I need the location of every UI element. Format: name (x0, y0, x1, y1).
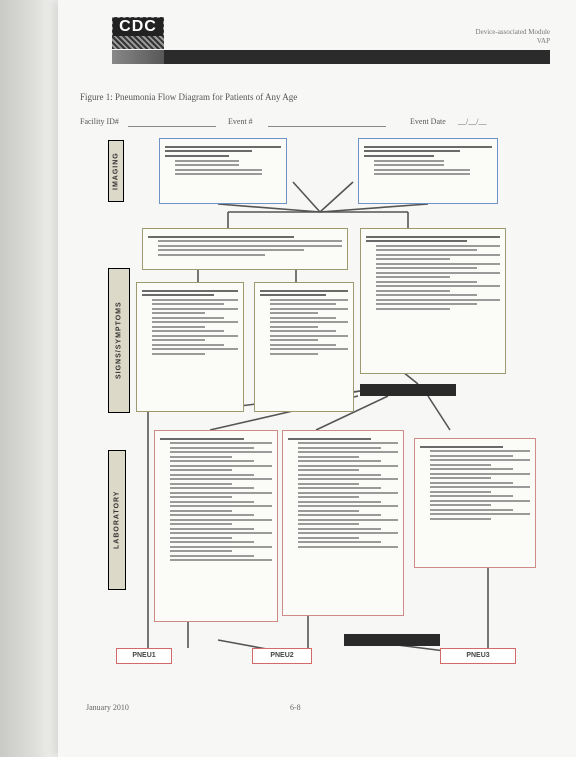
book-spine-shadow (0, 0, 58, 757)
event-date-field: __/__/__ (458, 117, 487, 126)
footer-date: January 2010 (86, 703, 129, 712)
document-page: CDC Device-associated Module VAP Figure … (58, 0, 576, 757)
header-vap: VAP (536, 37, 550, 45)
header-module: Device-associated Module (475, 28, 550, 36)
lab-box-right (414, 438, 536, 568)
lab-box-left (154, 430, 278, 622)
signs-col-left (136, 282, 244, 412)
header-right-text: Device-associated Module VAP (430, 28, 550, 46)
imaging-box-left (159, 138, 287, 204)
outcome-pneu1: PNEU1 (116, 648, 172, 664)
event-label: Event # (228, 117, 253, 126)
figure-title: Figure 1: Pneumonia Flow Diagram for Pat… (80, 92, 298, 102)
event-date-label: Event Date (410, 117, 446, 126)
footer-page-number: 6-8 (290, 703, 301, 712)
laboratory-label-text: LABORATORY (109, 451, 125, 589)
outcome-pneu2: PNEU2 (252, 648, 312, 664)
signs-label-text: SIGNS/SYMPTOMS (109, 269, 129, 412)
lab-box-middle (282, 430, 404, 616)
event-field (268, 117, 386, 127)
imaging-label-text: IMAGING (109, 141, 123, 201)
signs-side-label: SIGNS/SYMPTOMS (108, 268, 130, 413)
laboratory-side-label: LABORATORY (108, 450, 126, 590)
facility-label: Facility ID# (80, 117, 119, 126)
outcome-pneu3: PNEU3 (440, 648, 516, 664)
imaging-box-right (358, 138, 498, 204)
facility-field (128, 117, 216, 127)
signs-top-box (142, 228, 348, 270)
cdc-logo-text: CDC (113, 18, 163, 36)
mid-connector-box (360, 384, 456, 396)
imaging-side-label: IMAGING (108, 140, 124, 202)
bottom-connector-box (344, 634, 440, 646)
signs-col-middle (254, 282, 354, 412)
signs-right-box (360, 228, 506, 374)
header-bar (164, 50, 550, 64)
